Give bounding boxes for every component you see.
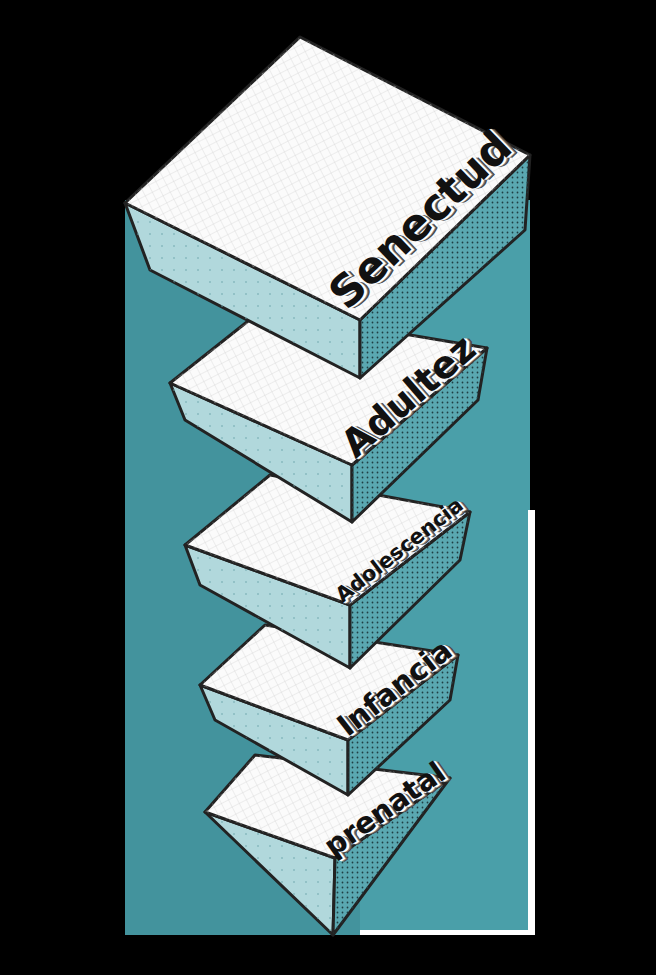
slab-top-face <box>125 37 530 320</box>
teal-panel <box>125 200 530 935</box>
white-edge <box>528 510 535 935</box>
white-edge <box>360 930 535 935</box>
slab-top-grid <box>125 37 530 320</box>
slab-shape <box>121 33 534 382</box>
slab-top-grid <box>170 310 487 465</box>
slab-top-face <box>170 310 487 465</box>
stage-slab: Senectud <box>121 33 534 382</box>
